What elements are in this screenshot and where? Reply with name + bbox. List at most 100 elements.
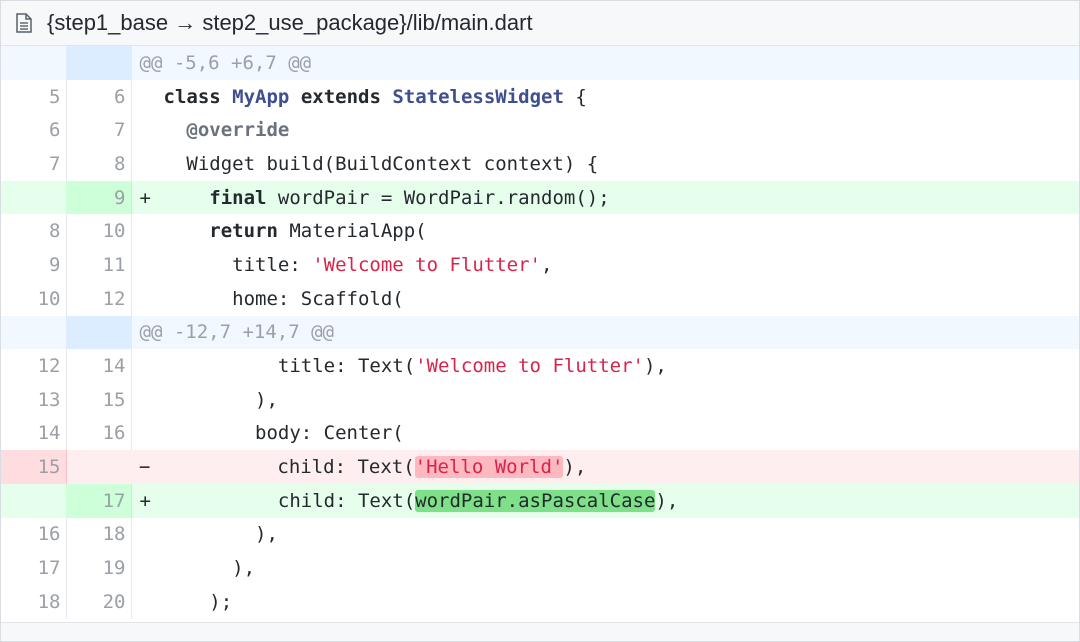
file-text-icon [15,12,33,34]
new-line-number[interactable]: 8 [66,147,132,181]
code-token: title: [163,253,313,276]
context-line: 18 20 ); [1,585,1079,619]
added-line: 9 + final wordPair = WordPair.random(); [1,180,1079,215]
addition-marker: + [139,489,151,512]
new-line-number[interactable]: 15 [66,382,132,417]
hunk-expander-new[interactable] [66,46,132,80]
old-line-number[interactable] [1,483,66,518]
code-line: − child: Text('Hello World'), [131,450,1079,484]
code-line: home: Scaffold( [131,282,1079,316]
code-line: title: Text('Welcome to Flutter'), [131,349,1079,383]
deletion-marker: − [139,456,151,479]
keyword-token: final [209,186,267,209]
new-line-number[interactable]: 7 [66,113,132,148]
context-line: 7 8 Widget build(BuildContext context) { [1,147,1079,181]
code-token: MaterialApp( [277,220,427,243]
code-token [164,220,210,242]
old-line-number[interactable]: 9 [1,248,67,282]
new-line-number[interactable]: 6 [66,79,132,114]
file-path-link[interactable]: {step1_base → step2_use_package}/lib/mai… [47,10,533,35]
code-line: body: Center( [131,417,1079,451]
code-token: ), [643,355,667,378]
keyword-token: class [163,85,221,108]
old-line-number[interactable]: 10 [1,281,67,316]
string-token: 'Welcome to Flutter' [415,355,644,378]
code-token: ), [163,388,278,411]
context-line: 16 18 ), [1,517,1079,552]
context-line: 17 19 ), [1,551,1079,585]
context-line: 14 16 body: Center( [1,416,1079,451]
new-line-number[interactable]: 17 [66,483,132,518]
old-line-number[interactable]: 14 [1,416,67,451]
hunk-expander[interactable] [1,46,66,80]
new-line-number[interactable]: 14 [66,349,132,383]
type-token: MyApp [232,85,290,108]
new-line-number[interactable]: 9 [66,180,132,215]
context-line: 10 12 home: Scaffold( [1,281,1079,316]
hunk-expander[interactable] [1,315,66,350]
code-line: ); [131,585,1079,619]
hunk-header: @@ -5,6 +6,7 @@ [131,46,1079,80]
hunk-expander-new[interactable] [66,315,132,350]
old-line-number[interactable] [1,180,66,215]
code-line: + child: Text(wordPair.asPascalCase), [131,483,1079,518]
code-token [164,187,210,209]
new-line-number[interactable]: 18 [66,517,132,552]
code-line: + final wordPair = WordPair.random(); [131,180,1079,215]
code-token: child: Text( [163,456,415,479]
code-token [289,86,300,108]
annotation-token: @override [186,119,290,142]
new-line-number[interactable]: 11 [66,248,132,282]
context-line: 6 7 @override [1,113,1079,148]
old-line-number[interactable]: 18 [1,585,67,619]
new-line-number[interactable] [66,450,131,484]
added-line: 17 + child: Text(wordPair.asPascalCase), [1,483,1079,518]
code-token: wordPair = WordPair.random(); [266,186,610,209]
keyword-token: extends [300,85,381,108]
new-line-number[interactable]: 12 [66,281,132,316]
code-token: ), [163,523,278,546]
added-word-highlight: wordPair.asPascalCase [415,489,656,512]
context-line: 13 15 ), [1,382,1079,417]
code-token: ), [163,557,256,580]
string-token: 'Welcome to Flutter' [312,253,541,276]
context-line: 5 6 class MyApp extends StatelessWidget … [1,79,1079,114]
old-line-number[interactable]: 8 [1,214,67,249]
diff-table: @@ -5,6 +6,7 @@ 5 6 class MyApp extends … [1,46,1079,619]
diff-footer [1,622,1079,641]
code-token: body: Center( [163,422,404,445]
old-line-number[interactable]: 15 [1,450,67,484]
code-token: { [563,85,587,108]
code-token: child: Text( [163,489,416,512]
hunk-header-row: @@ -12,7 +14,7 @@ [1,315,1079,350]
code-line: Widget build(BuildContext context) { [131,147,1079,181]
code-token: Widget build(BuildContext context) { [163,152,599,175]
code-line: class MyApp extends StatelessWidget { [131,80,1079,114]
hunk-header-row: @@ -5,6 +6,7 @@ [1,46,1079,80]
context-line: 9 11 title: 'Welcome to Flutter', [1,248,1079,282]
context-line: 8 10 return MaterialApp( [1,214,1079,249]
code-token: home: Scaffold( [163,287,404,310]
new-line-number[interactable]: 16 [66,416,132,451]
code-token [164,119,187,141]
code-token: ); [163,590,233,613]
old-line-number[interactable]: 7 [1,147,67,181]
old-line-number[interactable]: 16 [1,517,67,552]
context-line: 12 14 title: Text('Welcome to Flutter'), [1,349,1079,383]
code-line: ), [131,551,1079,585]
old-line-number[interactable]: 6 [1,113,67,148]
old-line-number[interactable]: 13 [1,382,67,417]
code-token [381,86,392,108]
addition-marker: + [139,186,151,209]
new-line-number[interactable]: 19 [66,551,132,585]
new-line-number[interactable]: 10 [66,214,132,249]
code-line: ), [131,518,1079,552]
type-token: StatelessWidget [392,85,564,108]
code-line: title: 'Welcome to Flutter', [131,248,1079,282]
old-line-number[interactable]: 12 [1,349,67,383]
keyword-token: return [209,220,278,243]
old-line-number[interactable]: 5 [1,79,67,114]
new-line-number[interactable]: 20 [66,585,132,619]
old-line-number[interactable]: 17 [1,551,67,585]
